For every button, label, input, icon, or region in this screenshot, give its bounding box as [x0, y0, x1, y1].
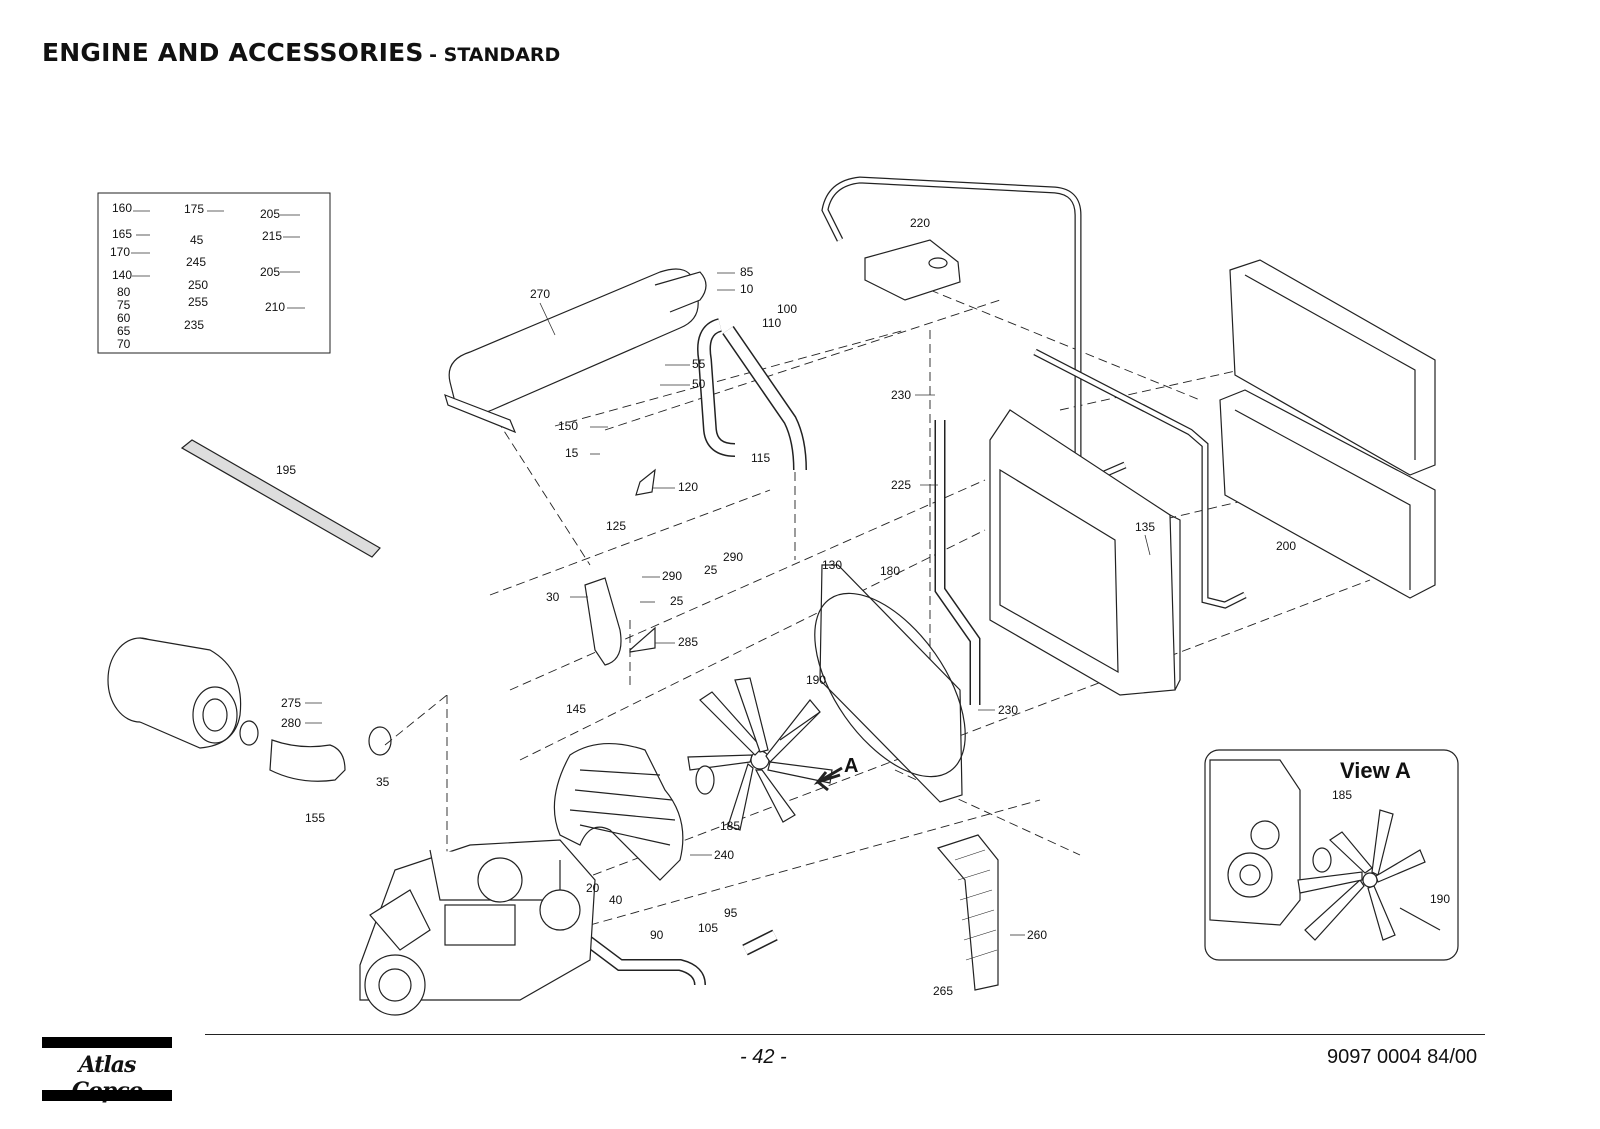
callout-260: 260 [1027, 928, 1047, 942]
callout-70: 70 [117, 337, 131, 351]
muffler [444, 268, 707, 434]
callout-45: 45 [190, 233, 204, 247]
document-number: 9097 0004 84/00 [1327, 1046, 1478, 1068]
footer-rule [205, 1034, 1485, 1035]
callout-245: 245 [186, 255, 206, 269]
page-number: - 42 - [740, 1046, 787, 1068]
callout-205a: 205 [260, 207, 280, 221]
callout-180: 180 [880, 564, 900, 578]
inset-title: View A [1340, 758, 1411, 783]
callout-255: 255 [188, 295, 208, 309]
callout-200: 200 [1276, 539, 1296, 553]
inset-callout-190: 190 [1430, 892, 1450, 906]
callout-80: 80 [117, 285, 131, 299]
callout-230a: 230 [891, 388, 911, 402]
callout-75: 75 [117, 298, 131, 312]
callout-55: 55 [692, 357, 706, 371]
callout-190: 190 [806, 673, 826, 687]
callout-250: 250 [188, 278, 208, 292]
logo-bar-bottom [42, 1090, 172, 1101]
callout-160: 160 [112, 201, 132, 215]
callout-270: 270 [530, 287, 550, 301]
callout-215: 215 [262, 229, 282, 243]
inset-callout-185: 185 [1332, 788, 1352, 802]
callout-10: 10 [740, 282, 754, 296]
page-title: ENGINE AND ACCESSORIES - STANDARD [42, 38, 560, 67]
callout-210: 210 [265, 300, 285, 314]
callout-225: 225 [891, 478, 911, 492]
callout-115: 115 [751, 451, 770, 465]
callout-140: 140 [112, 268, 132, 282]
callout-35: 35 [376, 775, 390, 789]
inset-fan [1297, 809, 1426, 941]
callout-280: 280 [281, 716, 301, 730]
atlas-copco-logo: Atlas Copco [42, 1037, 172, 1104]
callout-85: 85 [740, 265, 754, 279]
callout-120: 120 [678, 480, 698, 494]
callout-50: 50 [692, 377, 706, 391]
callout-290b: 290 [723, 550, 743, 564]
callout-205b: 205 [260, 265, 280, 279]
callout-240: 240 [714, 848, 734, 862]
callout-285: 285 [678, 635, 698, 649]
callout-40: 40 [609, 893, 623, 907]
air-filter [107, 637, 242, 749]
callout-100: 100 [777, 302, 797, 316]
callout-170: 170 [110, 245, 130, 259]
callout-125: 125 [606, 519, 626, 533]
callout-110: 110 [762, 316, 781, 330]
callout-95: 95 [724, 906, 738, 920]
callout-155: 155 [305, 811, 325, 825]
callout-130: 130 [822, 558, 842, 572]
callout-65: 65 [117, 324, 131, 338]
callout-195: 195 [276, 463, 296, 477]
callout-90: 90 [650, 928, 664, 942]
callout-165: 165 [112, 227, 132, 241]
callout-235: 235 [184, 318, 204, 332]
inset-engine-view [1209, 759, 1301, 926]
callout-145: 145 [566, 702, 586, 716]
view-arrow-label: A [844, 755, 858, 777]
title-sub: - STANDARD [429, 44, 561, 66]
callout-25a: 25 [670, 594, 684, 608]
callout-30: 30 [546, 590, 560, 604]
engine [359, 839, 596, 1016]
callout-135: 135 [1135, 520, 1155, 534]
callout-105: 105 [698, 921, 718, 935]
callout-275: 275 [281, 696, 301, 710]
fan [687, 677, 833, 831]
callout-20: 20 [586, 881, 600, 895]
callout-220: 220 [910, 216, 930, 230]
callout-175: 175 [184, 202, 204, 216]
callout-15: 15 [565, 446, 579, 460]
callout-25b: 25 [704, 563, 718, 577]
callout-60: 60 [117, 311, 131, 325]
callout-265: 265 [933, 984, 953, 998]
callout-290a: 290 [662, 569, 682, 583]
logo-bar-top [42, 1037, 172, 1048]
callout-150: 150 [558, 419, 578, 433]
callout-230b: 230 [998, 703, 1018, 717]
callout-185: 185 [720, 819, 740, 833]
title-main: ENGINE AND ACCESSORIES [42, 38, 424, 67]
fan-cowl [553, 742, 684, 881]
